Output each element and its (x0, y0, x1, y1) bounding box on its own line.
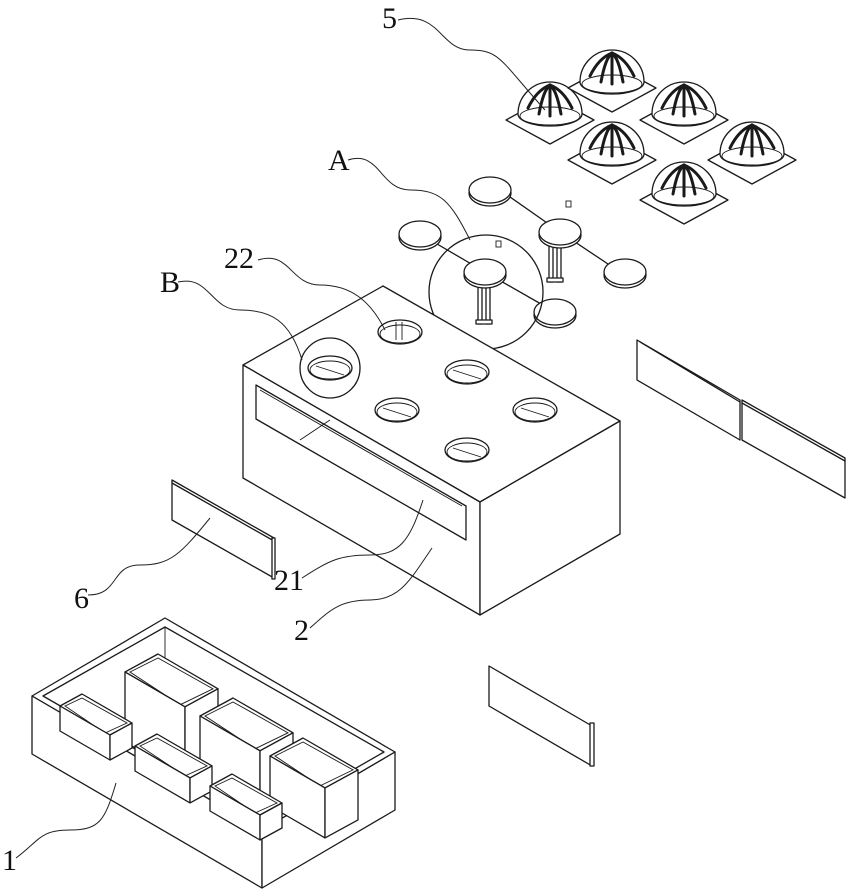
dome (639, 81, 729, 145)
dome-array (505, 49, 797, 225)
label-housing: 2 (294, 614, 309, 647)
tray-compartment (59, 693, 133, 761)
label-housing-hole: 22 (224, 242, 254, 275)
side-panel (171, 479, 276, 580)
dome-rib (610, 51, 636, 78)
dome-rib (682, 163, 708, 190)
housing (242, 285, 621, 616)
label-side-panel: 6 (74, 582, 89, 615)
leader-1 (15, 782, 117, 859)
leader-21 (301, 499, 424, 579)
dome (505, 81, 595, 145)
leader-2 (309, 547, 433, 629)
housing-hole (374, 397, 420, 423)
disc (538, 218, 582, 249)
dome (567, 49, 657, 113)
housing-hole (512, 397, 558, 423)
disc (468, 176, 512, 207)
leader-6 (87, 517, 211, 596)
leader-b (177, 280, 303, 361)
label-detail-b: B (160, 266, 180, 299)
right-panel-lower (741, 399, 846, 499)
housing-hole (444, 437, 490, 463)
leader-a (347, 157, 471, 241)
tray-compartment (209, 773, 283, 841)
housing-hole (377, 319, 423, 345)
clip (495, 240, 502, 248)
housing-hole (307, 355, 353, 381)
disc-assembly (398, 176, 647, 350)
tray (31, 617, 396, 889)
dome-rib (750, 123, 776, 150)
disc (603, 258, 647, 289)
right-panel-upper (636, 339, 741, 441)
tray-compartment (269, 737, 359, 839)
dome (707, 121, 797, 185)
label-domes: 5 (382, 2, 397, 35)
detail-circle-b (299, 337, 361, 399)
tray-compartment (134, 733, 213, 804)
disc (533, 298, 577, 329)
label-tray: 1 (2, 844, 17, 877)
leader-22 (257, 257, 386, 331)
dome-rib (682, 83, 708, 110)
disc (463, 258, 507, 289)
dome-rib (548, 83, 574, 110)
clip (565, 200, 572, 208)
housing-window (255, 384, 467, 541)
bottom-right-panel (488, 665, 595, 767)
housing-side (479, 420, 621, 616)
label-detail-a: A (328, 144, 350, 177)
disc (398, 220, 442, 251)
label-housing-window: 21 (274, 564, 304, 597)
leader-5 (397, 17, 546, 111)
dome (567, 121, 657, 185)
dome (639, 161, 729, 225)
housing-hole (444, 359, 490, 385)
dome-rib (610, 123, 636, 150)
